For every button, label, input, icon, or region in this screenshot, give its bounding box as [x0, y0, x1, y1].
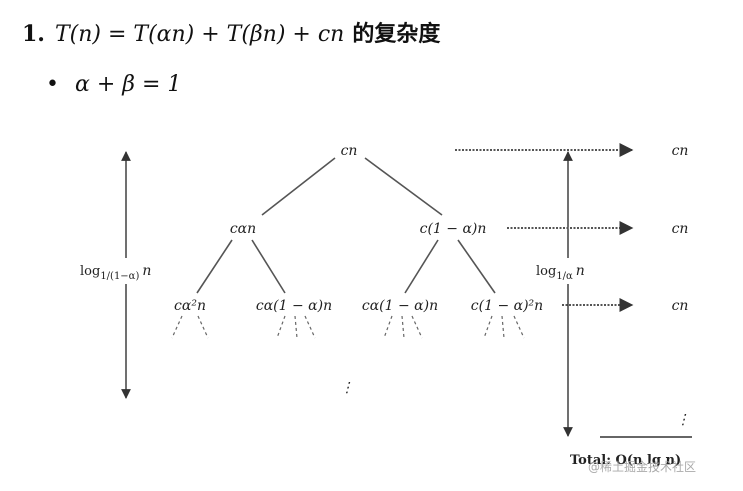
- level-cost-2: cn: [672, 298, 689, 314]
- edge-root-right: [364, 157, 443, 216]
- heading-number: 1.: [22, 21, 45, 47]
- bullet-item: • α + β = 1: [46, 72, 181, 97]
- heading-formula: T(n) = T(αn) + T(βn) + cn: [54, 22, 345, 47]
- right-label-bg: [534, 258, 604, 284]
- level-cost-0: cn: [672, 143, 689, 159]
- edge-l-ll: [196, 239, 233, 294]
- cost-ellipsis: ⋮: [676, 412, 690, 428]
- heading-text: 的复杂度: [352, 22, 441, 47]
- section-heading: 1. T(n) = T(αn) + T(βn) + cn 的复杂度: [22, 16, 440, 48]
- bullet-dot: •: [46, 72, 59, 97]
- node-right: c(1 − α)n: [420, 221, 487, 237]
- edge-r-rr: [457, 239, 496, 294]
- continuation-stubs: [171, 315, 525, 339]
- bullet-formula: α + β = 1: [74, 72, 182, 97]
- node-ll: cα²n: [174, 298, 206, 314]
- node-lr: cα(1 − α)n: [256, 298, 332, 314]
- node-left: cαn: [230, 221, 256, 237]
- left-height-label: log1/(1−α)n: [80, 263, 151, 282]
- watermark: @稀土掘金技术社区: [588, 459, 696, 474]
- left-label-bg: [78, 258, 170, 284]
- node-rr: c(1 − α)²n: [471, 298, 543, 314]
- total-label: Total: O(n lg n): [570, 453, 681, 468]
- edge-l-lr: [251, 239, 286, 294]
- tree-ellipsis: ⋮: [340, 380, 354, 396]
- level-cost-1: cn: [672, 221, 689, 237]
- node-root: cn: [341, 143, 358, 159]
- edge-root-left: [261, 157, 336, 216]
- node-rl: cα(1 − α)n: [362, 298, 438, 314]
- edge-r-rl: [404, 239, 439, 294]
